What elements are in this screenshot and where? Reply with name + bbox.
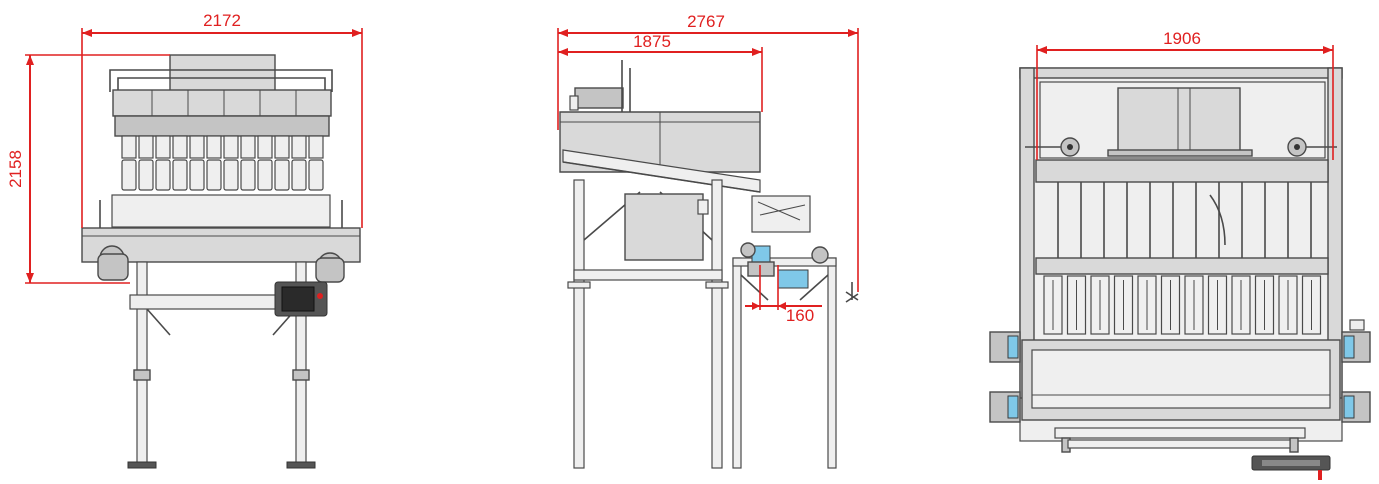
side-view [559,60,859,469]
dim-top-width: 1906 [1163,29,1201,48]
top-dimensions: 1906 [1036,29,1334,160]
dim-front-height: 2158 [6,150,25,188]
dim-side-hopper: 1875 [633,32,671,51]
top-view [989,67,1371,480]
dim-side-offset: 160 [786,306,814,325]
side-dimensions: 2767 1875 160 [557,12,859,325]
dim-side-total: 2767 [687,12,725,31]
front-dimensions: 2172 2158 [6,11,363,284]
dim-front-width: 2172 [203,11,241,30]
front-view [81,54,361,469]
